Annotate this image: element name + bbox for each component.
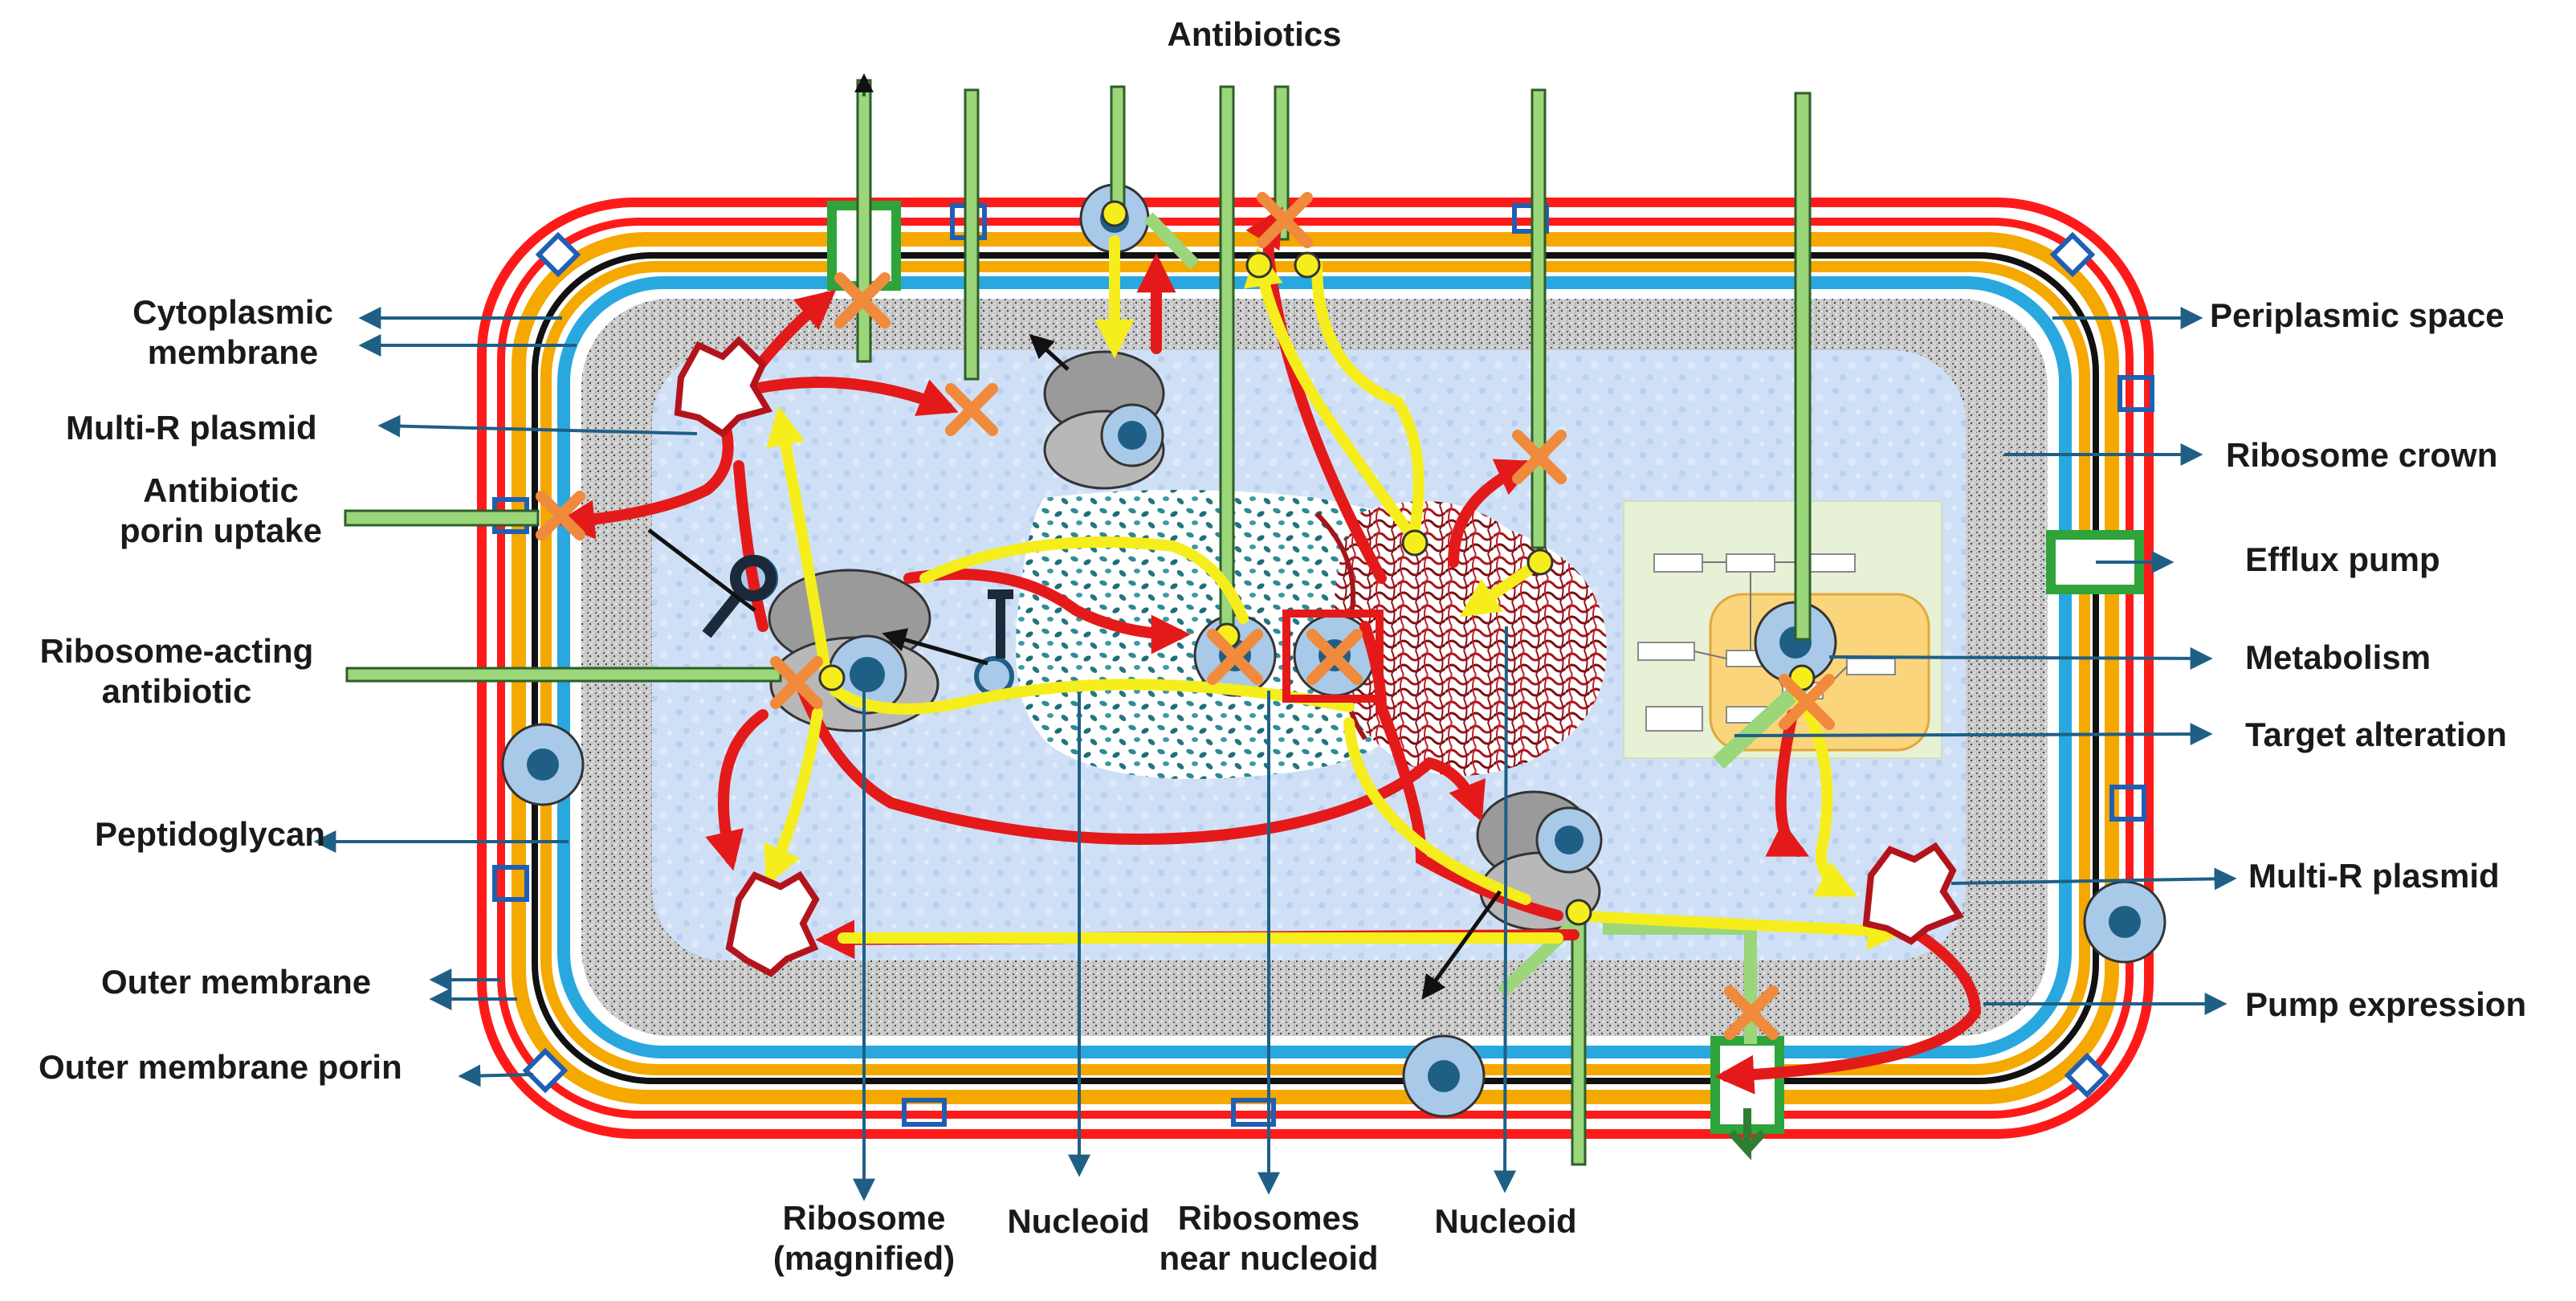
label-nucleoid-left: Nucleoid [1007,1202,1150,1240]
label-antibiotic-porin-uptake-line1: Antibiotic [143,471,299,509]
label-antibiotics: Antibiotics [1167,15,1342,53]
plasmid-left-top [674,336,773,438]
label-ribosomes-near-nucleoid: Ribosomes near nucleoid [1148,1198,1389,1279]
outer-membrane-porins [522,231,2110,1099]
target-box [1282,610,1384,703]
label-target-alteration: Target alteration [2245,716,2507,753]
label-outer-membrane: Outer membrane [101,963,372,1001]
label-efflux-pump: Efflux pump [2245,540,2440,578]
label-antibiotic-porin-uptake: Antibiotic porin uptake [104,471,337,552]
label-ribosome-magnified-line1: Ribosome [782,1199,946,1237]
target-alteration-diagonal [1713,676,1811,769]
label-cytoplasmic-membrane-line2: membrane [147,333,319,372]
label-pointers [313,307,2237,1201]
yellow-pathways [764,235,1907,950]
label-ribosomes-near-nucleoid-line1: Ribosomes [1177,1199,1360,1237]
ribosome-left-wall [501,723,585,806]
label-metabolism: Metabolism [2245,638,2431,676]
black-connector-arrows [647,333,1502,1000]
antibiotic-exit-arrow-bottom [1728,1108,1767,1160]
ribosome-right-wall [2083,880,2166,964]
magnifier-icon [702,555,776,638]
label-cytoplasmic-membrane-line1: Cytoplasmic [132,293,333,331]
label-multi-r-plasmid-left: Multi-R plasmid [66,409,317,447]
label-ribosome-magnified: Ribosome (magnified) [719,1198,1009,1279]
label-multi-r-plasmid-right: Multi-R plasmid [2248,857,2500,895]
label-ribosome-magnified-line2: (magnified) [772,1239,956,1278]
plasmid-right [1862,842,1965,945]
ribosome-bottom-wall [1402,1034,1486,1118]
ribosome-top [1043,350,1165,490]
label-outer-membrane-porin: Outer membrane porin [39,1048,402,1086]
block-marks [536,192,1835,1040]
blocker-icon [988,589,1013,659]
label-nucleoid-right: Nucleoid [1434,1202,1577,1240]
label-pump-expression: Pump expression [2245,985,2527,1023]
label-periplasmic-space: Periplasmic space [2210,296,2505,334]
label-peptidoglycan: Peptidoglycan [95,815,326,853]
label-ribosome-crown: Ribosome crown [2226,436,2498,474]
label-ribosome-acting-antibiotic-line2: antibiotic [101,672,252,711]
antibiotic-diagonal-top [1143,212,1200,270]
label-ribosome-acting-antibiotic: Ribosome-acting antibiotic [16,631,337,712]
label-ribosome-acting-antibiotic-line1: Ribosome-acting [39,632,314,670]
label-antibiotic-porin-uptake-line2: porin uptake [119,512,323,550]
label-cytoplasmic-membrane: Cytoplasmic membrane [104,292,361,373]
plasmid-left-bottom [725,871,820,977]
label-ribosomes-near-nucleoid-line2: near nucleoid [1159,1239,1379,1278]
